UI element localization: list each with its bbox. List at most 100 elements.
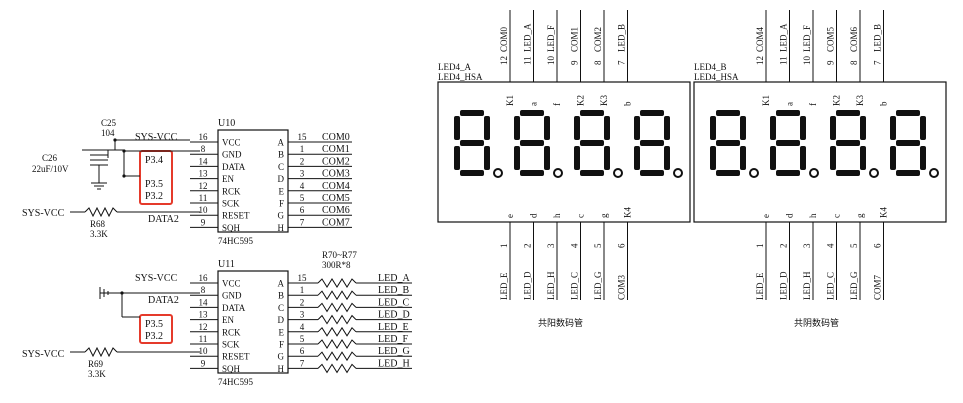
- u11-hl-p32: P3.2: [145, 331, 163, 342]
- display-b-inner-top-label: a: [785, 102, 795, 106]
- display-b-bottom-pin-net: COM7: [873, 274, 883, 300]
- u11-rpin-num: 15: [298, 273, 308, 283]
- display-b-caption: 共阴数码管: [794, 317, 839, 328]
- display-b-inner-top-label: f: [808, 103, 818, 106]
- u11-rpin-label: F: [279, 340, 284, 350]
- u10-lpin-label: SCK: [222, 199, 240, 209]
- u10-rpin-label: E: [279, 186, 285, 196]
- display-b-top-pin-num: 12: [755, 56, 765, 65]
- u11-lpin-num: 9: [201, 358, 206, 368]
- display-b-inner-top-label: K1: [761, 95, 771, 106]
- display-b-top-pin-num: 8: [849, 60, 859, 65]
- display-a-bottom-pin-net: LED_E: [499, 272, 509, 300]
- u11-rpin-num: 5: [300, 334, 305, 344]
- display-a-inner-bottom-label: c: [576, 214, 586, 218]
- u10-passives: C25 104 C26 22uF/10V SYS-VCC R68 3.3K: [22, 118, 200, 239]
- display-a-inner-top-label: a: [529, 102, 539, 106]
- u10-rpin-num: 4: [300, 181, 305, 191]
- u10-net-label: COM4: [322, 181, 350, 192]
- u11-lpin-num: 13: [199, 310, 209, 320]
- u11-rpin-num: 6: [300, 346, 305, 356]
- display-a-digit: [634, 110, 683, 178]
- display-a-inner-bottom-label: h: [552, 213, 562, 218]
- u10-rpin-label: C: [278, 162, 284, 172]
- u11-resistor: [317, 302, 357, 313]
- display-a-inner-top-label: K1: [505, 95, 515, 106]
- display-b-top-pin-num: 7: [873, 60, 883, 65]
- u10-net-label: COM2: [322, 156, 350, 167]
- display-a-top-pin-num: 9: [570, 60, 580, 65]
- display-b-bottom-pin-net: LED_E: [755, 272, 765, 300]
- u10-rpin-num: 3: [300, 169, 305, 179]
- u11-net-label: LED_E: [378, 322, 409, 333]
- u11-rpin-num: 7: [300, 358, 305, 368]
- r69-ref: R69: [88, 359, 104, 369]
- u10-lpin-num: 14: [199, 156, 209, 166]
- u10-rpin-label: B: [278, 150, 284, 160]
- display-a-top-pin-num: 11: [523, 56, 533, 65]
- u11-supply: SYS-VCC: [135, 273, 178, 284]
- display-a-top-pin-net: COM2: [593, 27, 603, 52]
- display-b-top-pin-net: LED_B: [873, 24, 883, 52]
- u11-net-label: LED_F: [378, 334, 408, 345]
- c26-ref: C26: [42, 153, 58, 163]
- display-b-body: [693, 81, 947, 223]
- u10-ref: U10: [218, 118, 235, 129]
- u11-rpin-label: A: [278, 279, 285, 289]
- u10-lpin-num: 8: [201, 144, 206, 154]
- u10-lpin-label: SQH: [222, 223, 241, 233]
- display-b-inner-bottom-label: d: [785, 213, 795, 218]
- u11-rpin-label: G: [278, 352, 285, 362]
- u10-net-label: COM5: [322, 193, 350, 204]
- u10-net-label: COM3: [322, 169, 350, 180]
- u10-rpin-label: F: [279, 199, 284, 209]
- u11-hl-p35: P3.5: [145, 319, 163, 330]
- display-b-top-pin-net: COM6: [849, 26, 859, 52]
- u10-net-label: COM7: [322, 217, 350, 228]
- u10-rpin-num: 7: [300, 217, 305, 227]
- display-b-inner-top-label: K2: [832, 95, 842, 106]
- display-a-bottom-pin-net: COM3: [617, 274, 627, 300]
- u10-hl-p32: P3.2: [145, 191, 163, 202]
- u11-lpin-label: VCC: [222, 279, 241, 289]
- display-a-top-pin-net: LED_A: [523, 23, 533, 52]
- u10-rpin-label: G: [278, 211, 285, 221]
- display-b-inner-bottom-label: g: [855, 213, 865, 218]
- display-b-top-pin-num: 10: [802, 56, 812, 66]
- display-a: LED4_ALED4_HSACOM012K11LED_EeLED_A11a2LE…: [437, 10, 691, 328]
- display-b-bottom-pin-net: LED_G: [849, 271, 859, 300]
- u10-lpin-label: DATA: [222, 162, 246, 172]
- display-a-digit: [514, 110, 563, 178]
- u11-net-label: LED_B: [378, 285, 409, 296]
- u11-net-label: LED_G: [378, 346, 410, 357]
- u11-resistor: [317, 326, 357, 337]
- display-b-bottom-pin-num: 2: [779, 244, 789, 249]
- display-b-ref: LED4_B: [694, 62, 727, 72]
- u10-rpin-num: 5: [300, 193, 305, 203]
- r68-sysvcc: SYS-VCC: [22, 208, 65, 219]
- u11-rpin-label: B: [278, 291, 284, 301]
- rn-ref: R70~R77: [322, 250, 357, 260]
- display-b-bottom-pin-num: 5: [849, 243, 859, 248]
- u11-net-label: LED_H: [378, 358, 410, 369]
- display-b-part: LED4_HSA: [694, 72, 739, 82]
- u10-lpin-label: RESET: [222, 211, 250, 221]
- display-a-part: LED4_HSA: [438, 72, 483, 82]
- display-b-inner-bottom-label: c: [832, 214, 842, 218]
- u11-rpin-label: E: [279, 327, 285, 337]
- u10-lpin-num: 11: [199, 193, 208, 203]
- display-a-bottom-pin-num: 1: [499, 244, 509, 249]
- display-b-bottom-pin-num: 3: [802, 243, 812, 248]
- u11-rpin-label: H: [278, 364, 285, 374]
- display-a-ref: LED4_A: [438, 62, 471, 72]
- display-a-bottom-pin-net: LED_C: [570, 272, 580, 300]
- display-a-caption: 共阳数码管: [538, 317, 583, 328]
- u11-lpin-num: 10: [199, 346, 209, 356]
- display-a-inner-bottom-label: K4: [623, 207, 633, 218]
- u11-resistor: [317, 290, 357, 301]
- u11-highlight-box: [139, 314, 173, 344]
- u10-lpin-label: EN: [222, 174, 234, 184]
- c25-ref: C25: [101, 118, 117, 128]
